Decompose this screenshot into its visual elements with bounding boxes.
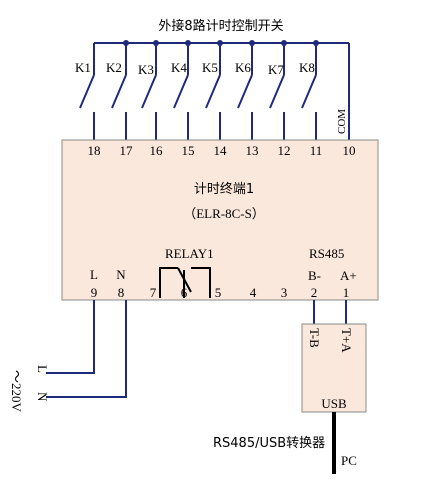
terminal-6: 6 — [181, 285, 188, 300]
switch-label-k4: K4 — [171, 60, 187, 75]
terminal-14: 14 — [214, 143, 228, 158]
converter-usb-label: USB — [321, 396, 347, 411]
terminal-9: 9 — [91, 285, 98, 300]
supply-l-label: L — [35, 365, 50, 373]
terminal-18: 18 — [88, 143, 101, 158]
timer-terminal-box — [61, 139, 379, 301]
terminal-8: 8 — [118, 285, 125, 300]
rs485-b-label: B- — [308, 268, 321, 283]
terminal-17: 17 — [120, 143, 134, 158]
power-l-label: L — [90, 267, 98, 282]
supply-voltage-label: ～220V — [9, 370, 24, 413]
device-name: 计时终端1 — [194, 181, 254, 197]
device-model: （ELR-8C-S） — [183, 206, 265, 221]
terminal-10: 10 — [343, 143, 356, 158]
converter-ta-label: T+A — [339, 328, 354, 353]
converter-name: RS485/USB转换器 — [213, 436, 325, 451]
pc-label: PC — [341, 453, 357, 468]
terminal-15: 15 — [182, 143, 195, 158]
switch-label-k1: K1 — [75, 60, 91, 75]
relay-symbol — [159, 267, 211, 298]
power-n-label: N — [116, 267, 126, 282]
switch-label-k6: K6 — [235, 60, 251, 75]
switch-k2: K2 — [106, 43, 127, 140]
top-title: 外接8路计时控制开关 — [158, 18, 283, 34]
terminal-7: 7 — [150, 285, 157, 300]
switch-k4: K4 — [171, 43, 189, 140]
terminal-2: 2 — [311, 285, 318, 300]
supply-l-wire — [46, 300, 95, 374]
supply-n-wire — [46, 300, 127, 398]
switch-k1: K1 — [75, 43, 95, 140]
relay-label: RELAY1 — [165, 246, 214, 261]
terminal-11: 11 — [310, 143, 323, 158]
switch-label-k2: K2 — [106, 60, 122, 75]
terminal-5: 5 — [215, 285, 222, 300]
terminal-4: 4 — [250, 285, 257, 300]
switch-label-k8: K8 — [299, 60, 315, 75]
switch-label-k5: K5 — [202, 60, 218, 75]
terminal-16: 16 — [150, 143, 164, 158]
rs485-label: RS485 — [309, 246, 344, 261]
terminal-3: 3 — [281, 285, 288, 300]
rs485-a-label: A+ — [340, 268, 357, 283]
converter-tb-label: T-B — [307, 328, 322, 348]
switch-k3: K3 — [138, 43, 157, 140]
switch-label-k3: K3 — [138, 62, 154, 77]
switch-k6: K6 — [235, 43, 253, 140]
switch-label-k7: K7 — [268, 62, 284, 77]
terminal-1: 1 — [343, 285, 350, 300]
rs485-usb-converter-box — [301, 323, 367, 413]
terminal-13: 13 — [246, 143, 259, 158]
switch-k8: K8 — [299, 43, 317, 140]
terminal-12: 12 — [278, 143, 291, 158]
supply-n-label: N — [35, 392, 50, 402]
switch-k5: K5 — [202, 43, 221, 140]
com-label: COM — [336, 109, 348, 134]
top-terminal-numbers: 18 17 16 15 14 13 12 11 10 — [88, 143, 356, 158]
bottom-terminal-numbers: 9 8 7 6 5 4 3 2 1 — [91, 285, 350, 300]
switch-k7: K7 — [268, 43, 285, 140]
